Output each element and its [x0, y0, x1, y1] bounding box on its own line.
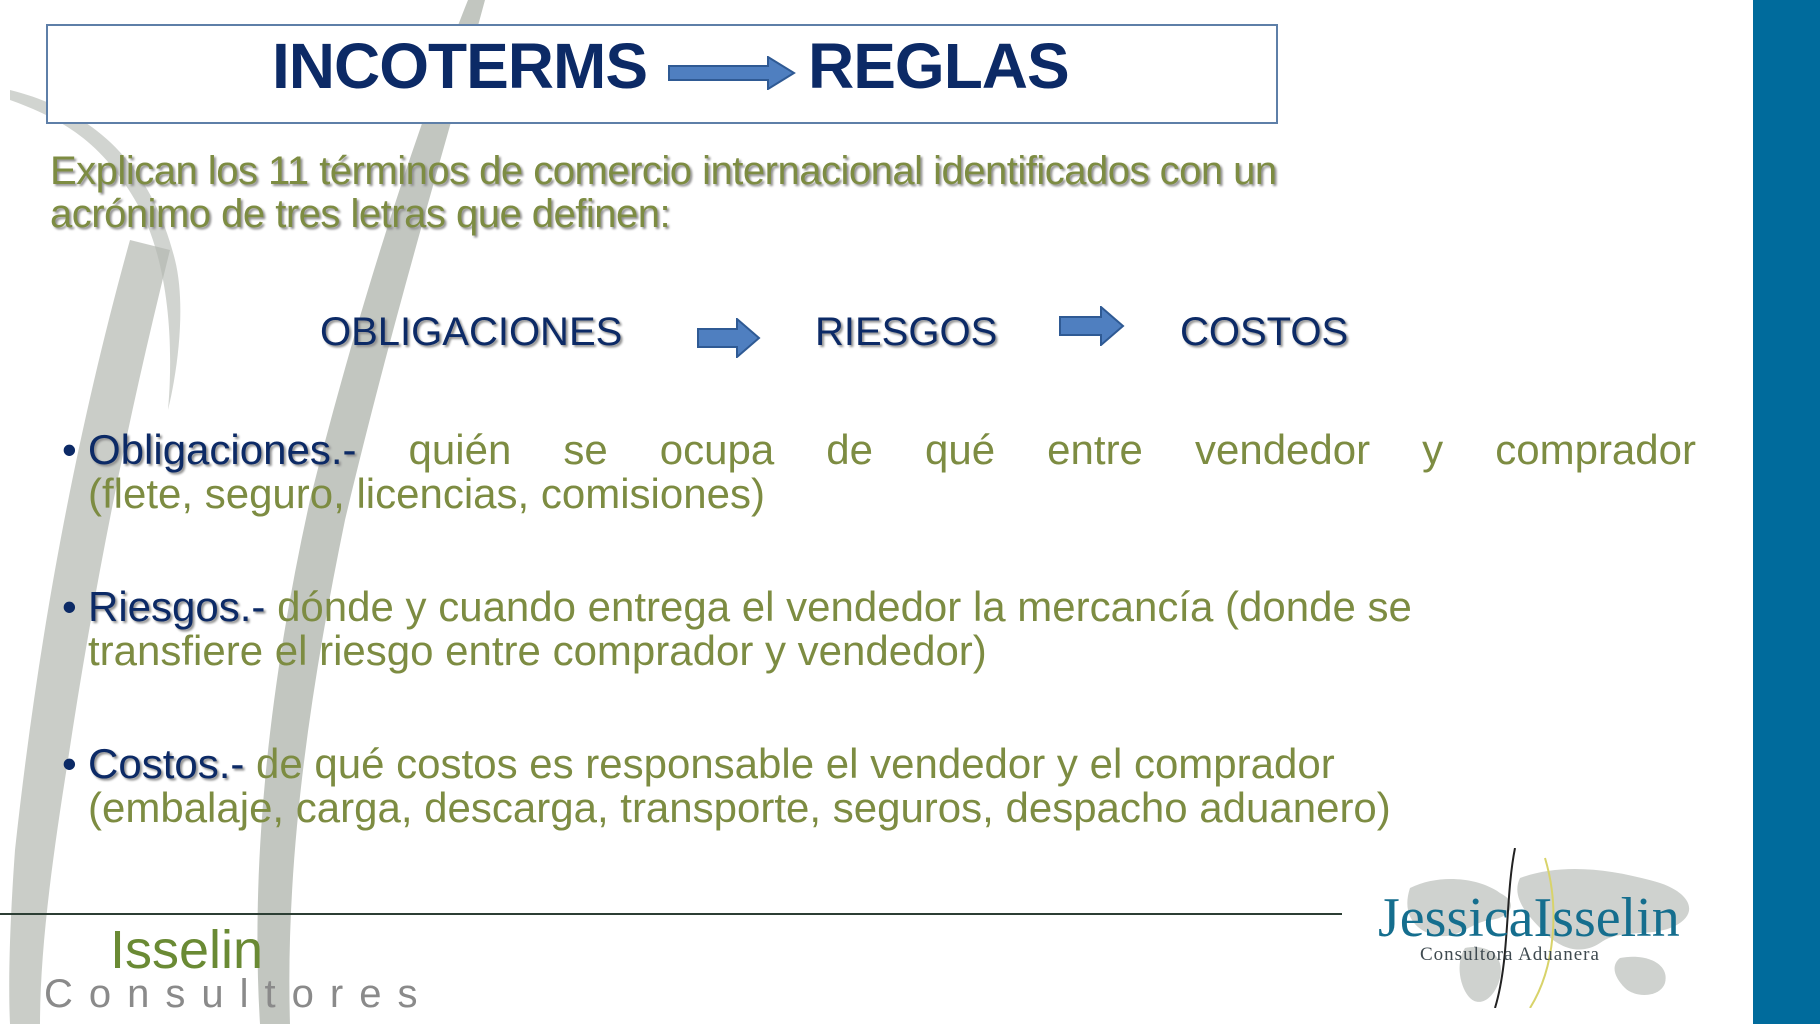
- title-incoterms: INCOTERMS: [272, 30, 648, 102]
- company-logo: JessicaIsselin Consultora Aduanera: [1370, 848, 1710, 1008]
- bullet-obligaciones: • Obligaciones.- quién se ocupa de qué e…: [62, 428, 1696, 516]
- bullet-term: Riesgos.-: [88, 583, 266, 630]
- bullet-line-2: (embalaje, carga, descarga, transporte, …: [88, 784, 1391, 831]
- intro-line-1: Explican los 11 términos de comercio int…: [50, 149, 1277, 193]
- bullet-line-1: de qué costos es responsable el vendedor…: [256, 740, 1335, 787]
- intro-line-2: acrónimo de tres letras que definen:: [50, 192, 671, 236]
- concept-riesgos: RIESGOS: [815, 310, 998, 354]
- footer-divider: [0, 913, 1342, 915]
- footer-brand: Isselin: [110, 920, 264, 980]
- bullet-line-1: dónde y cuando entrega el vendedor la me…: [277, 583, 1412, 630]
- title-reglas: REGLAS: [808, 30, 1070, 102]
- bullet-line-1: quién se ocupa de qué entre vendedor y c…: [408, 426, 1696, 473]
- concept-obligaciones: OBLIGACIONES: [320, 310, 623, 354]
- sidebar-band: [1753, 0, 1820, 1024]
- flow-arrow-icon: [697, 318, 761, 358]
- world-map-icon: [1407, 848, 1690, 1008]
- logo-subtitle: Consultora Aduanera: [1420, 944, 1600, 965]
- title-arrow-icon: [668, 56, 796, 90]
- bullet-dot: •: [62, 426, 77, 473]
- flow-arrow-icon: [1059, 306, 1125, 346]
- bullet-dot: •: [62, 583, 77, 630]
- intro-text: Explican los 11 términos de comercio int…: [50, 150, 1570, 236]
- bullet-term: Obligaciones.-: [88, 426, 357, 473]
- bullet-dot: •: [62, 740, 77, 787]
- bullet-term: Costos.-: [88, 740, 245, 787]
- bullet-line-2: transfiere el riesgo entre comprador y v…: [88, 627, 987, 674]
- bullet-riesgos: • Riesgos.- dónde y cuando entrega el ve…: [62, 585, 1696, 673]
- logo-name: JessicaIsselin: [1378, 887, 1680, 949]
- concept-costos: COSTOS: [1180, 310, 1349, 354]
- bullet-costos: • Costos.- de qué costos es responsable …: [62, 742, 1696, 830]
- bullet-line-2: (flete, seguro, licencias, comisiones): [88, 470, 765, 517]
- footer-brand-subtitle: Consultores: [44, 972, 434, 1016]
- title-box: [46, 24, 1278, 124]
